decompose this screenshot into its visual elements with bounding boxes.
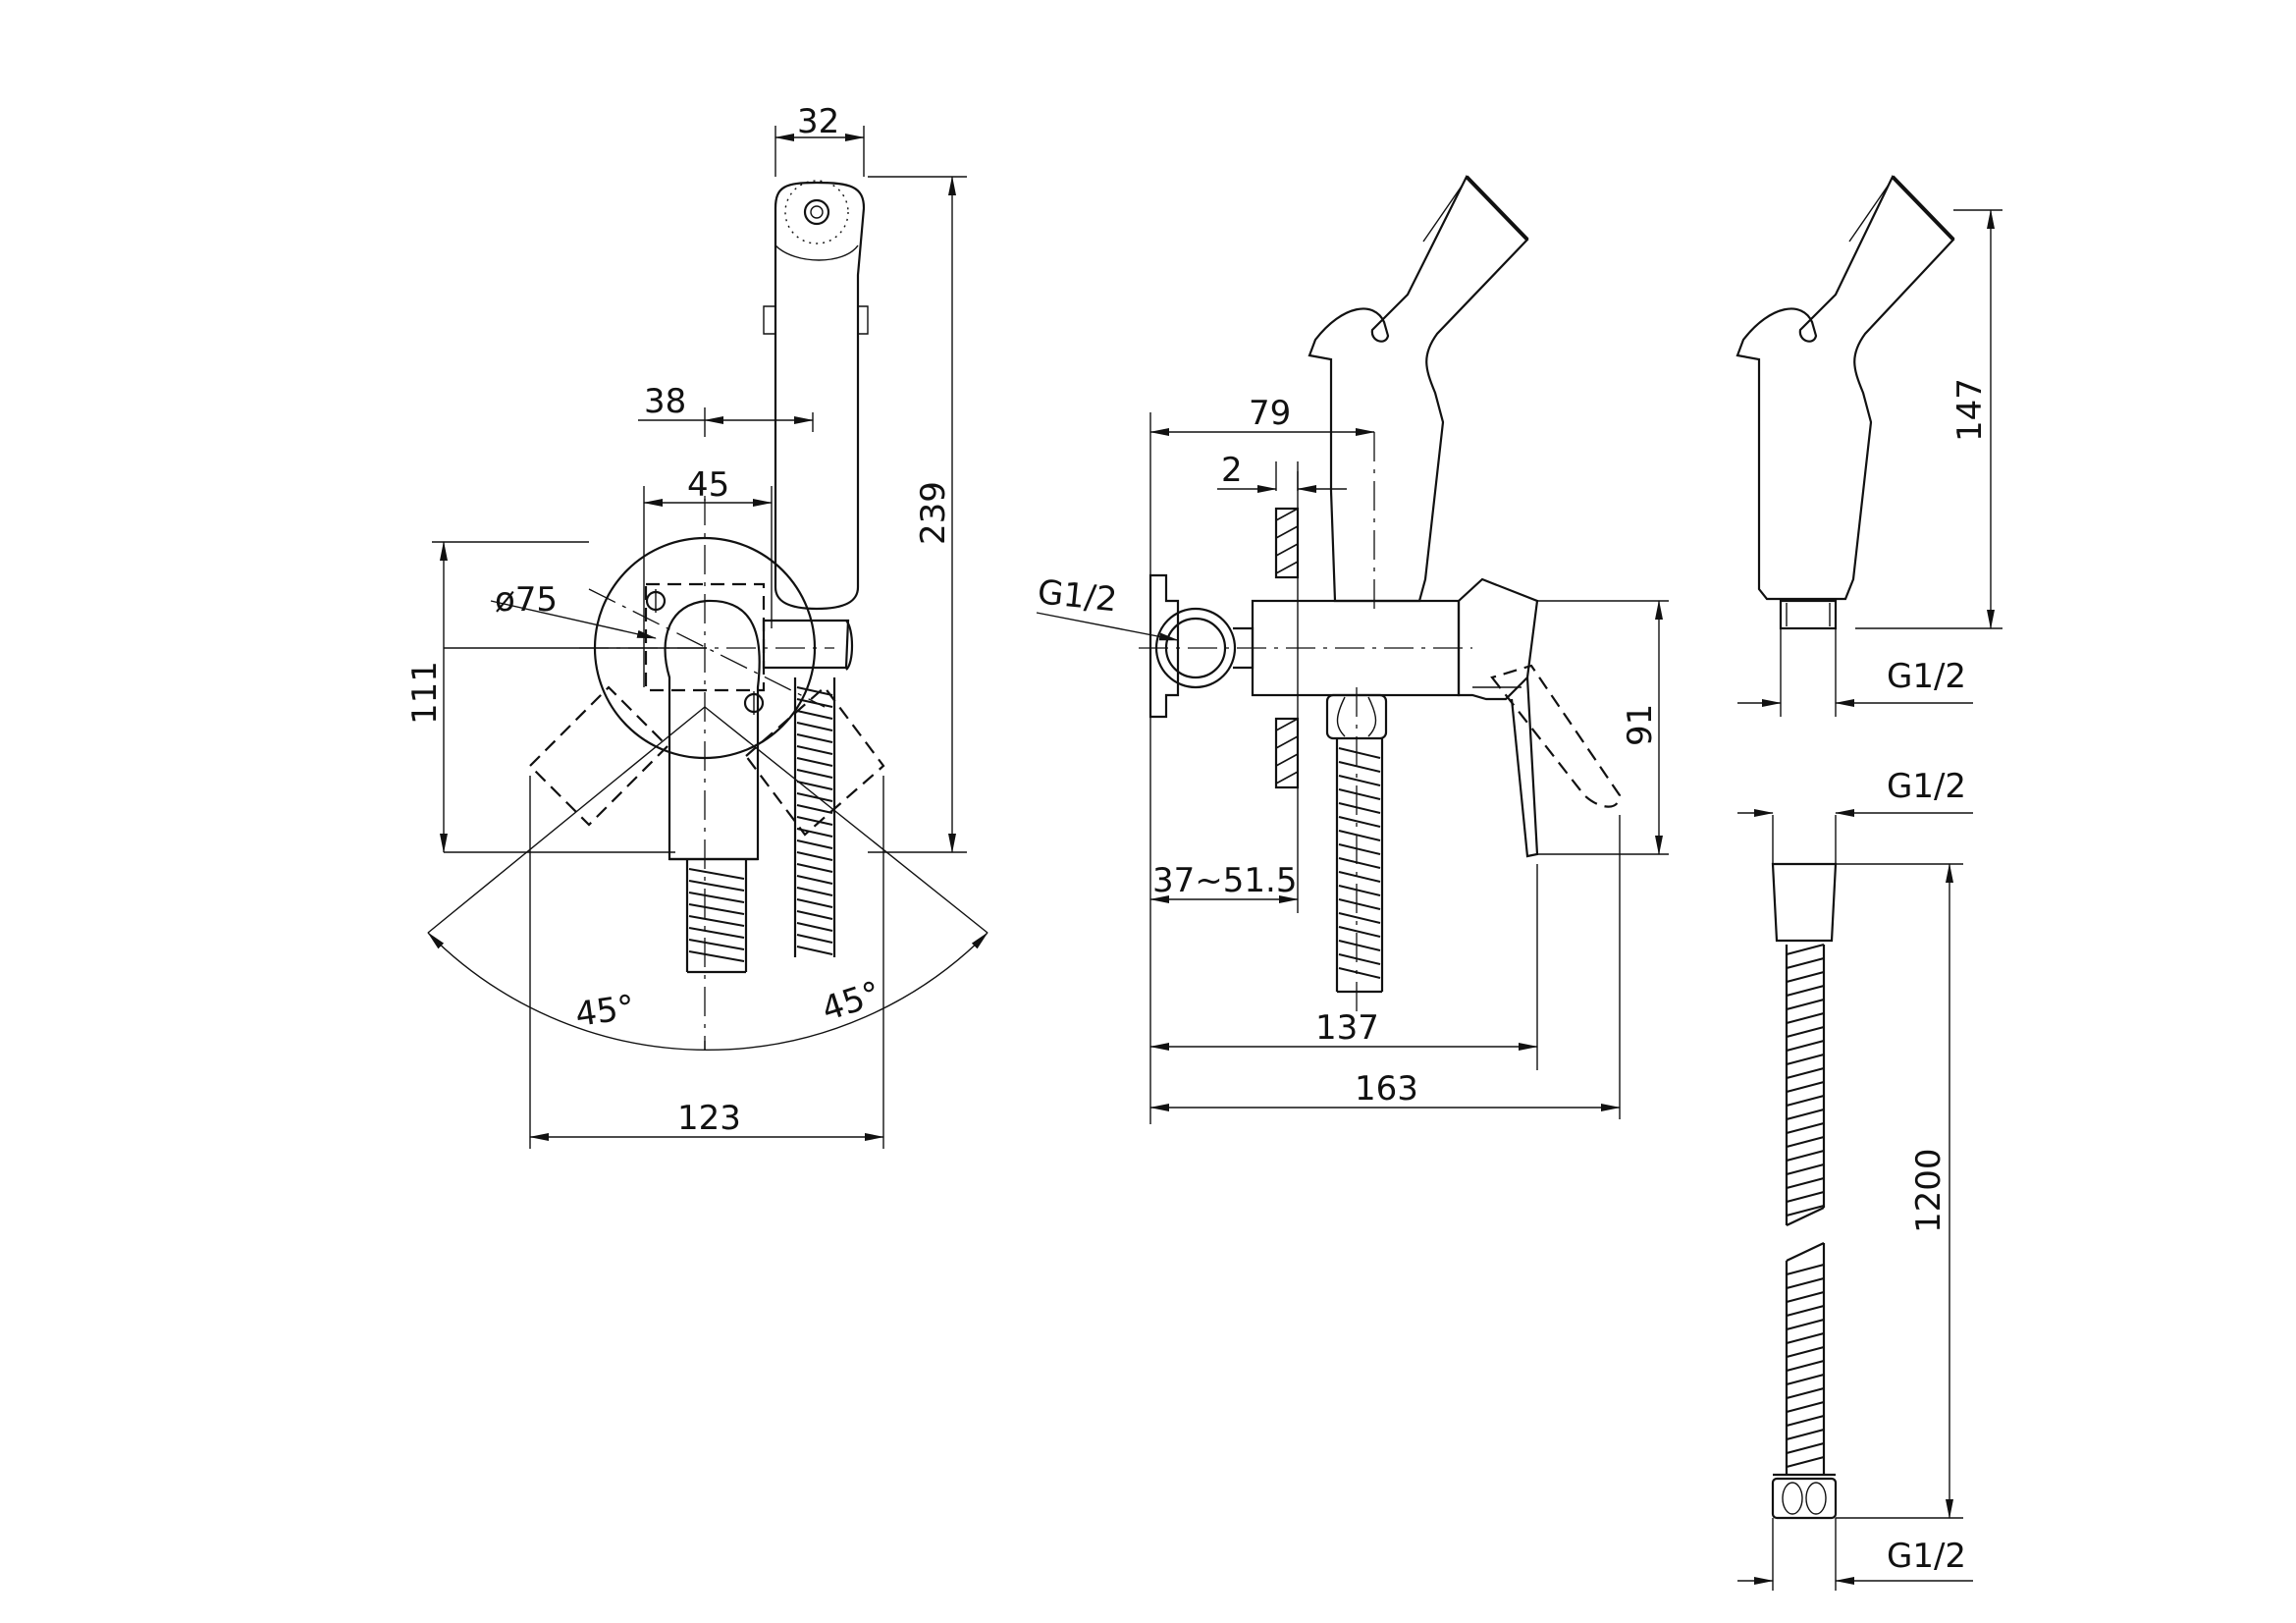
hose-lower [1785,1242,1826,1475]
dim-1200-label: 1200 [1909,1148,1949,1233]
dim-111-label: 111 [405,661,445,725]
hose-bottom-nut [1771,1477,1838,1520]
handshower-view: 147 G1/2 [1735,175,2002,717]
bolt-top [645,589,667,613]
hose-upper [1785,944,1826,1226]
handshower-thread [1779,599,1838,630]
handshower-front [774,181,866,611]
angle-right-label: 45° [817,974,885,1030]
dim-1200: 1200 [1909,863,1953,1519]
spray-head [784,180,849,244]
dim-g12-handshower-label: G1/2 [1887,657,1966,696]
handshower-side [1308,175,1529,603]
dim-137-label: 137 [1315,1008,1379,1048]
dim-32: 32 [774,102,865,141]
rotated-position-left [528,685,669,827]
hose-top-fitting [1771,862,1838,943]
dim-38-label: 38 [644,382,686,421]
lever-alt-position [1490,664,1622,808]
side-hose [1335,738,1384,994]
dim-239: 239 [914,176,956,853]
dim-37-51-label: 37~51.5 [1152,861,1297,900]
shower-holder [762,619,850,670]
angle-left-label: 45° [573,988,637,1035]
dim-2: 2 [1217,451,1347,493]
dim-38: 38 [638,382,814,437]
dim-2-label: 2 [1221,451,1243,490]
dim-g12-handshower: G1/2 [1737,657,1973,707]
dim-37-51: 37~51.5 [1149,861,1299,903]
dim-163: 163 [1149,1069,1621,1111]
dim-g12-hose-top-label: G1/2 [1887,767,1966,806]
swing-arc [427,932,988,1051]
dim-79: 79 [1149,394,1375,436]
handshower-body [1735,175,1955,601]
dim-123: 123 [529,1099,884,1141]
dim-dia-75: ø75 [490,580,657,639]
dim-g12-hose-top: G1/2 [1737,767,1973,817]
dim-45: 45 [643,465,773,687]
dim-g12-hose-bottom-label: G1/2 [1887,1537,1966,1576]
dim-163-label: 163 [1355,1069,1418,1109]
hose-left [685,859,748,974]
dim-g12-side-label: G1/2 [1036,572,1119,620]
bolt-bottom [743,691,765,715]
dim-147-label: 147 [1950,378,1990,442]
dim-91-label: 91 [1621,704,1660,746]
dim-g12-hose-bottom: G1/2 [1737,1537,1973,1585]
hose-view: G1/2 1200 G1/2 [1737,767,1973,1591]
dim-g12-side: G1/2 [1036,572,1179,641]
front-view: 32 38 45 ø75 111 239 [405,102,988,1149]
dim-dia-75-label: ø75 [495,580,558,620]
rotated-position-right [744,685,885,837]
dim-91: 91 [1621,600,1663,855]
dim-45-label: 45 [687,465,729,505]
dim-137: 137 [1149,1008,1538,1051]
hose-right [793,677,836,957]
mixer-lever [1457,577,1539,701]
back-connector [1148,573,1255,719]
dim-123-label: 123 [677,1099,741,1138]
dim-239-label: 239 [914,481,953,545]
side-view: 79 2 G1/2 37~51.5 137 163 [1036,175,1669,1124]
dim-79-label: 79 [1249,394,1291,433]
dim-111: 111 [405,541,589,853]
mixer-body [664,599,761,861]
dim-32-label: 32 [797,102,839,141]
dim-147: 147 [1950,209,1995,629]
